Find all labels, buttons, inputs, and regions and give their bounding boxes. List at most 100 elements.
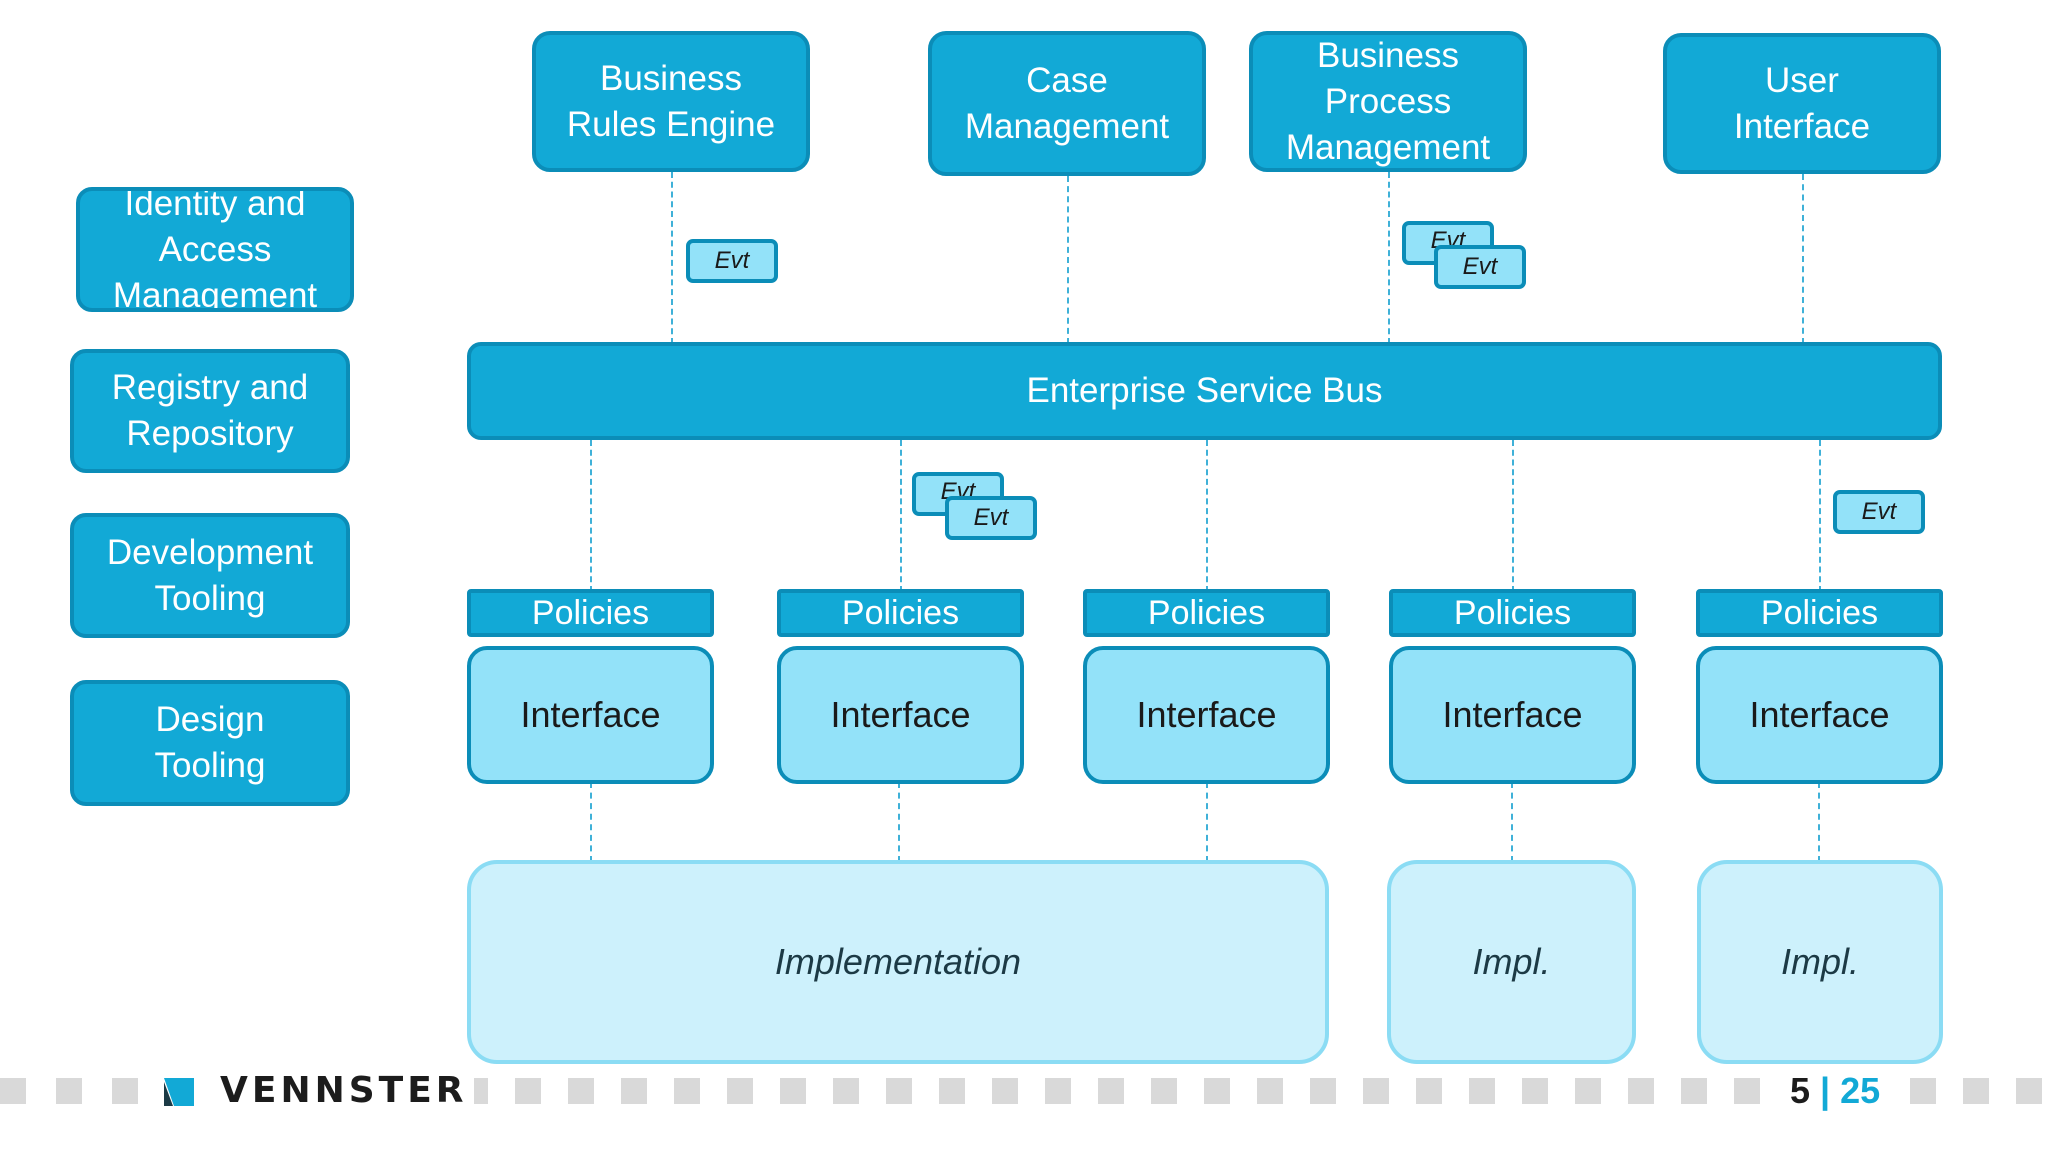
footer-square <box>621 1078 647 1104</box>
business-process-management-box: Business Process Management <box>1249 31 1527 172</box>
user-interface-label: User Interface <box>1733 60 1871 146</box>
interface-box: Interface <box>1696 646 1943 784</box>
interface-box: Interface <box>1389 646 1636 784</box>
implementation-box: Impl. <box>1697 860 1943 1064</box>
enterprise-service-bus-label: Enterprise Service Bus <box>1026 371 1383 410</box>
connector <box>1067 176 1069 344</box>
identity-access-management-box: Identity and Access Management <box>76 187 354 312</box>
registry-repository-label: Registry and Repository <box>111 368 309 453</box>
business-rules-engine-label: Business Rules Engine <box>566 58 776 144</box>
event-label: Evt <box>973 504 1009 531</box>
event-badge: Evt <box>686 239 778 283</box>
footer-square <box>1734 1078 1760 1104</box>
design-tooling-box: Design Tooling <box>70 680 350 806</box>
policies-label: Policies <box>841 593 960 632</box>
footer-square <box>1098 1078 1124 1104</box>
implementation-box: Implementation <box>467 860 1329 1064</box>
event-label: Evt <box>1462 253 1498 280</box>
connector <box>671 172 673 344</box>
interface-box: Interface <box>1083 646 1330 784</box>
interface-label: Interface <box>830 694 971 735</box>
footer-square <box>1910 1078 1936 1104</box>
footer-square <box>515 1078 541 1104</box>
implementation-label: Impl. <box>1472 941 1551 982</box>
connector <box>590 782 592 862</box>
footer-square <box>1681 1078 1707 1104</box>
brand-name: VENNSTER <box>214 1070 474 1111</box>
interface-label: Interface <box>1749 694 1890 735</box>
footer-square <box>992 1078 1018 1104</box>
footer-square <box>1151 1078 1177 1104</box>
connector <box>590 440 592 592</box>
footer-square <box>1257 1078 1283 1104</box>
identity-access-management-label: Identity and Access Management <box>112 187 318 312</box>
development-tooling-box: Development Tooling <box>70 513 350 638</box>
policies-label: Policies <box>1453 593 1572 632</box>
page-number: 5|25 <box>1782 1070 1889 1112</box>
policies-bar: Policies <box>1083 589 1330 637</box>
connector <box>1512 440 1514 592</box>
connector <box>1388 172 1390 344</box>
development-tooling-label: Development Tooling <box>106 532 314 618</box>
policies-label: Policies <box>1147 593 1266 632</box>
implementation-label: Impl. <box>1780 941 1859 982</box>
policies-bar: Policies <box>467 589 714 637</box>
vennster-logo-icon <box>164 1078 194 1106</box>
footer-square <box>1963 1078 1989 1104</box>
footer-square <box>1575 1078 1601 1104</box>
footer-square <box>1310 1078 1336 1104</box>
footer-square <box>674 1078 700 1104</box>
footer-square <box>886 1078 912 1104</box>
footer-square <box>833 1078 859 1104</box>
event-badge: Evt <box>945 496 1037 540</box>
footer-square <box>568 1078 594 1104</box>
footer-square <box>56 1078 82 1104</box>
interface-label: Interface <box>1136 694 1277 735</box>
footer-square <box>1469 1078 1495 1104</box>
footer-square <box>727 1078 753 1104</box>
connector <box>1802 174 1804 344</box>
footer-square <box>1416 1078 1442 1104</box>
footer-square <box>1522 1078 1548 1104</box>
implementation-box: Impl. <box>1387 860 1636 1064</box>
connector <box>1206 782 1208 862</box>
event-badge: Evt <box>1833 490 1925 534</box>
connector <box>898 782 900 862</box>
interface-box: Interface <box>467 646 714 784</box>
connector <box>1819 440 1821 592</box>
policies-bar: Policies <box>777 589 1024 637</box>
footer-square <box>1363 1078 1389 1104</box>
interface-label: Interface <box>1442 694 1583 735</box>
event-badge: Evt <box>1434 245 1526 289</box>
business-rules-engine-box: Business Rules Engine <box>532 31 810 172</box>
implementation-label: Implementation <box>774 941 1022 982</box>
footer-square <box>1628 1078 1654 1104</box>
page-total: 25 <box>1840 1070 1881 1111</box>
user-interface-box: User Interface <box>1663 33 1941 174</box>
page-current: 5 <box>1790 1070 1811 1111</box>
policies-label: Policies <box>1760 593 1879 632</box>
interface-box: Interface <box>777 646 1024 784</box>
interface-label: Interface <box>520 694 661 735</box>
enterprise-service-bus: Enterprise Service Bus <box>467 342 1942 440</box>
event-label: Evt <box>1861 498 1897 525</box>
footer-square <box>0 1078 26 1104</box>
connector <box>1818 782 1820 862</box>
connector <box>1511 782 1513 862</box>
event-label: Evt <box>714 247 750 274</box>
footer-square <box>780 1078 806 1104</box>
policies-bar: Policies <box>1389 589 1636 637</box>
case-management-box: Case Management <box>928 31 1206 176</box>
footer-square <box>112 1078 138 1104</box>
footer-square <box>1045 1078 1071 1104</box>
footer-square <box>939 1078 965 1104</box>
footer-square <box>1204 1078 1230 1104</box>
design-tooling-label: Design Tooling <box>154 700 266 785</box>
connector <box>1206 440 1208 592</box>
connector <box>900 440 902 592</box>
registry-repository-box: Registry and Repository <box>70 349 350 473</box>
business-process-management-label: Business Process Management <box>1285 35 1491 167</box>
policies-label: Policies <box>531 593 650 632</box>
policies-bar: Policies <box>1696 589 1943 637</box>
